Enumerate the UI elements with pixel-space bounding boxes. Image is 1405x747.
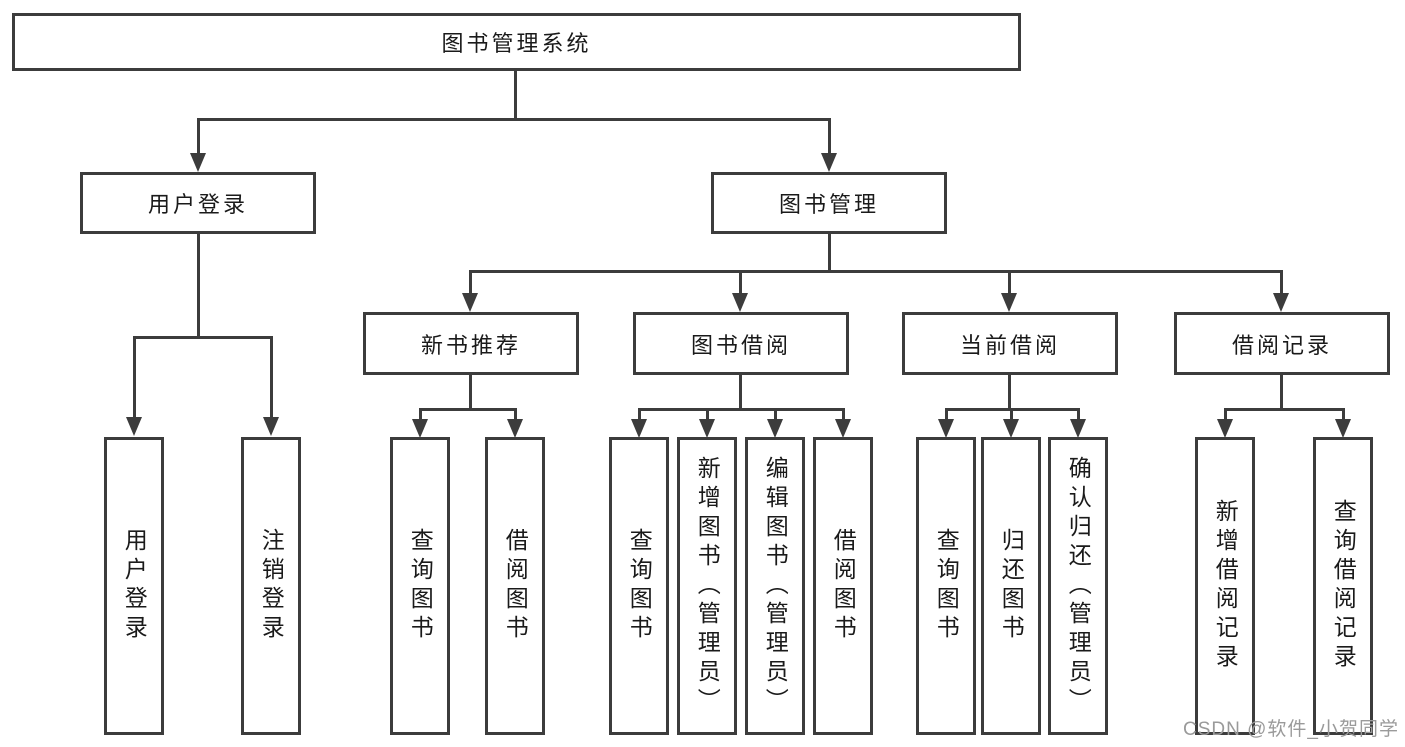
- arrow-stem-cb-query: [945, 408, 948, 420]
- leaf-borrow-books-1-label: 借阅图书: [502, 528, 529, 644]
- arrow-head-leaf-logout: [263, 417, 279, 436]
- node-new-books-label: 新书推荐: [420, 332, 521, 358]
- arrow-stem-br-query: [1342, 408, 1345, 420]
- arrow-head-nb-borrow: [507, 419, 523, 438]
- connector-root-stub: [514, 70, 517, 118]
- arrow-stem-bb-add: [706, 408, 709, 420]
- arrow-stem-current-borrow: [1008, 270, 1011, 295]
- leaf-add-books-admin-label: 新增图书（管理员）: [694, 455, 721, 717]
- connector-book-borrow-bar: [638, 408, 845, 411]
- connector-book-mgmt-stub: [828, 233, 831, 270]
- connector-root-bar: [197, 118, 831, 121]
- arrow-head-current-borrow: [1001, 293, 1017, 312]
- node-root-label: 图书管理系统: [441, 31, 592, 56]
- leaf-query-books-2-label: 查询图书: [626, 528, 653, 644]
- node-book-borrow-label: 图书借阅: [690, 332, 791, 358]
- connector-new-books-stub: [469, 374, 472, 408]
- leaf-confirm-return-admin-label: 确认归还（管理员）: [1065, 455, 1092, 717]
- arrow-stem-cb-confirm: [1077, 408, 1080, 420]
- node-root: 图书管理系统: [12, 13, 1021, 71]
- arrow-stem-leaf-user-login: [133, 336, 136, 418]
- arrow-head-user-login: [190, 153, 206, 172]
- leaf-query-books-1-label: 查询图书: [407, 528, 434, 644]
- leaf-edit-books-admin: 编辑图书（管理员）: [745, 437, 805, 735]
- arrow-head-bb-edit: [767, 419, 783, 438]
- arrow-head-br-query: [1335, 419, 1351, 438]
- arrow-stem-br-add: [1224, 408, 1227, 420]
- connector-book-borrow-stub: [739, 374, 742, 408]
- arrow-head-new-books: [462, 293, 478, 312]
- leaf-borrow-books-2-label: 借阅图书: [830, 528, 857, 644]
- node-user-login: 用户登录: [80, 172, 316, 234]
- arrow-head-nb-query: [412, 419, 428, 438]
- leaf-add-books-admin: 新增图书（管理员）: [677, 437, 737, 735]
- node-user-login-label: 用户登录: [147, 192, 248, 217]
- leaf-logout: 注销登录: [241, 437, 301, 735]
- connector-book-mgmt-bar: [469, 270, 1283, 273]
- arrow-head-cb-query: [938, 419, 954, 438]
- arrow-stem-user-login: [197, 118, 200, 154]
- connector-user-login-stub: [197, 233, 200, 336]
- arrow-head-bb-add: [699, 419, 715, 438]
- arrow-stem-borrow-records: [1280, 270, 1283, 295]
- arrow-stem-bb-edit: [774, 408, 777, 420]
- leaf-user-login-label: 用户登录: [121, 528, 148, 644]
- connector-new-books-bar: [419, 408, 517, 411]
- connector-user-login-bar: [133, 336, 273, 339]
- leaf-add-borrow-record-label: 新增借阅记录: [1212, 499, 1239, 673]
- arrow-stem-book-mgmt: [828, 118, 831, 154]
- leaf-query-books-2: 查询图书: [609, 437, 669, 735]
- node-new-books: 新书推荐: [363, 312, 579, 375]
- arrow-head-borrow-records: [1273, 293, 1289, 312]
- connector-borrow-records-bar: [1224, 408, 1345, 411]
- leaf-user-login: 用户登录: [104, 437, 164, 735]
- watermark: CSDN @软件_小贺同学: [1183, 719, 1399, 740]
- node-current-borrow: 当前借阅: [902, 312, 1118, 375]
- node-current-borrow-label: 当前借阅: [959, 332, 1060, 358]
- arrow-head-book-mgmt: [821, 153, 837, 172]
- arrow-stem-cb-return: [1010, 408, 1013, 420]
- arrow-stem-new-books: [469, 270, 472, 295]
- leaf-return-books: 归还图书: [981, 437, 1041, 735]
- node-borrow-records-label: 借阅记录: [1231, 332, 1332, 358]
- node-book-borrow: 图书借阅: [633, 312, 849, 375]
- arrow-stem-book-borrow: [739, 270, 742, 295]
- arrow-stem-leaf-logout: [270, 336, 273, 418]
- node-book-mgmt: 图书管理: [711, 172, 947, 234]
- node-borrow-records: 借阅记录: [1174, 312, 1390, 375]
- leaf-logout-label: 注销登录: [258, 528, 285, 644]
- arrow-stem-nb-borrow: [514, 408, 517, 420]
- connector-current-borrow-stub: [1008, 374, 1011, 408]
- leaf-return-books-label: 归还图书: [998, 528, 1025, 644]
- leaf-query-borrow-record: 查询借阅记录: [1313, 437, 1373, 735]
- arrow-head-cb-confirm: [1070, 419, 1086, 438]
- arrow-head-cb-return: [1003, 419, 1019, 438]
- leaf-borrow-books-1: 借阅图书: [485, 437, 545, 735]
- leaf-query-books-3-label: 查询图书: [933, 528, 960, 644]
- connector-borrow-records-stub: [1280, 374, 1283, 408]
- leaf-add-borrow-record: 新增借阅记录: [1195, 437, 1255, 735]
- arrow-head-bb-query: [631, 419, 647, 438]
- leaf-query-borrow-record-label: 查询借阅记录: [1330, 499, 1357, 673]
- leaf-edit-books-admin-label: 编辑图书（管理员）: [762, 455, 789, 717]
- node-book-mgmt-label: 图书管理: [778, 192, 879, 217]
- leaf-query-books-1: 查询图书: [390, 437, 450, 735]
- leaf-query-books-3: 查询图书: [916, 437, 976, 735]
- leaf-borrow-books-2: 借阅图书: [813, 437, 873, 735]
- arrow-stem-nb-query: [419, 408, 422, 420]
- arrow-stem-bb-query: [638, 408, 641, 420]
- arrow-head-bb-borrow: [835, 419, 851, 438]
- arrow-head-book-borrow: [732, 293, 748, 312]
- arrow-head-br-add: [1217, 419, 1233, 438]
- arrow-stem-bb-borrow: [842, 408, 845, 420]
- leaf-confirm-return-admin: 确认归还（管理员）: [1048, 437, 1108, 735]
- arrow-head-leaf-user-login: [126, 417, 142, 436]
